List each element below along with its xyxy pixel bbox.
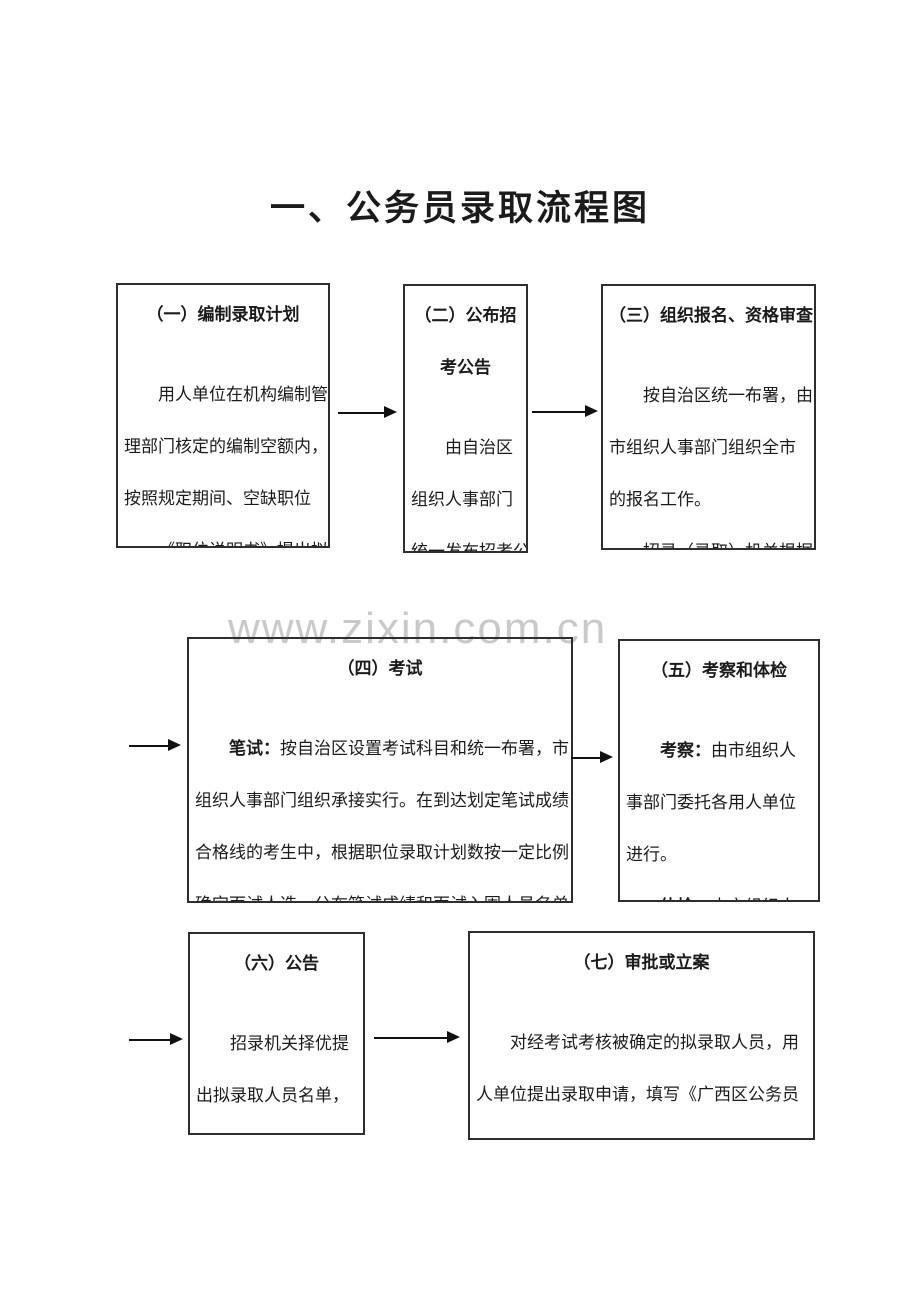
body-line: 由自治区 <box>445 438 513 457</box>
body-line: 对经考试考核被确定的拟录取人员，用 <box>510 1033 799 1052</box>
body-line-clipped: 《职位说明书》提出拟录取职位 <box>124 525 328 546</box>
flow-arrow-4-5 <box>571 751 613 763</box>
flow-box-1-plan: （一）编制录取计划 用人单位在机构编制管 理部门核定的编制空额内， 按照规定期间… <box>116 283 330 548</box>
body-line: 进行。 <box>626 845 677 864</box>
flow-box-7-approve: （七）审批或立案 对经考试考核被确定的拟录取人员，用 人单位提出录取申请，填写《… <box>468 931 815 1140</box>
box-body: 笔试：按自治区设置考试科目和统一布署，市 组织人事部门组织承接实行。在到达划定笔… <box>195 723 569 901</box>
box-body: 由自治区 组织人事部门 统一发布招考公告 <box>411 422 526 553</box>
box-body: 招录机关择优提 出拟录取人员名单， <box>196 1018 357 1122</box>
flow-box-3-register: （三）组织报名、资格审查 按自治区统一布署，由 市组织人事部门组织全市 的报名工… <box>601 284 816 550</box>
flow-arrow-into-6 <box>129 1033 183 1045</box>
flow-arrow-1-2 <box>338 406 397 418</box>
line-bold-lead: 体检： <box>660 897 711 900</box>
line-bold-lead: 笔试： <box>229 739 280 758</box>
body-line: 按自治区统一布署，由 <box>643 386 813 405</box>
box-body: 按自治区统一布署，由 市组织人事部门组织全市 的报名工作。 招录（录取）机关根据 <box>609 370 813 548</box>
body-line: 合格线的考生中，根据职位录取计划数按一定比例 <box>195 843 569 862</box>
flow-arrow-2-3 <box>532 405 598 417</box>
body-line-clipped: 体检：由市组织人 <box>626 881 812 900</box>
body-line: 市组织人事部门组织全市 <box>609 438 796 457</box>
body-line: 笔试：按自治区设置考试科目和统一布署，市 <box>229 739 569 758</box>
box-title: （二）公布招 <box>414 306 517 325</box>
flow-box-6-publicity: （六）公告 招录机关择优提 出拟录取人员名单， <box>188 932 365 1135</box>
body-line-clipped: 确定面试人选，公布笔试成绩和面试入围人员名单 <box>195 879 569 901</box>
box-title: （一）编制录取计划 <box>146 305 300 324</box>
body-line: 考察：由市组织人 <box>660 741 796 760</box>
body-line-clipped: 招录（录取）机关根据 <box>609 526 813 548</box>
body-line: 组织人事部门 <box>411 490 513 509</box>
body-line: 招录机关择优提 <box>230 1034 349 1053</box>
flow-box-5-inspect: （五）考察和体检 考察：由市组织人 事部门委托各用人单位 进行。 体检：由市组织… <box>618 639 820 902</box>
page-title: 一、公务员录取流程图 <box>269 189 650 228</box>
line-bold-lead: 考察： <box>660 741 711 760</box>
body-line: 组织人事部门组织承接实行。在到达划定笔试成绩 <box>195 791 569 810</box>
body-line: 用人单位在机构编制管 <box>158 385 328 404</box>
flow-box-4-exam: （四）考试 笔试：按自治区设置考试科目和统一布署，市 组织人事部门组织承接实行。… <box>187 637 573 903</box>
flow-arrow-6-7 <box>374 1031 460 1043</box>
box-body: 考察：由市组织人 事部门委托各用人单位 进行。 体检：由市组织人 <box>626 725 812 900</box>
body-line: 按照规定期间、空缺职位 <box>124 489 311 508</box>
box-title-line2: 考公告 <box>440 358 491 377</box>
box-body: 对经考试考核被确定的拟录取人员，用 人单位提出录取申请，填写《广西区公务员 <box>476 1017 807 1121</box>
body-line-clipped: 统一发布招考公告 <box>411 542 526 553</box>
body-line: 的报名工作。 <box>609 490 711 509</box>
body-line: 理部门核定的编制空额内， <box>124 437 328 456</box>
flow-arrow-into-4 <box>129 739 181 751</box>
box-title: （六）公告 <box>234 954 319 973</box>
flow-box-2-announce: （二）公布招 考公告 由自治区 组织人事部门 统一发布招考公告 <box>403 284 528 553</box>
box-title: （四）考试 <box>337 659 423 678</box>
box-title: （五）考察和体检 <box>651 661 787 680</box>
box-title: （三）组织报名、资格审查 <box>609 306 813 325</box>
watermark-text: www.zixin.com.cn <box>228 604 608 653</box>
box-title: （七）审批或立案 <box>573 953 710 972</box>
body-line: 人单位提出录取申请，填写《广西区公务员 <box>476 1085 799 1104</box>
body-line: 出拟录取人员名单， <box>196 1086 349 1105</box>
box-body: 用人单位在机构编制管 理部门核定的编制空额内， 按照规定期间、空缺职位 《职位说… <box>124 369 328 546</box>
body-line: 事部门委托各用人单位 <box>626 793 796 812</box>
